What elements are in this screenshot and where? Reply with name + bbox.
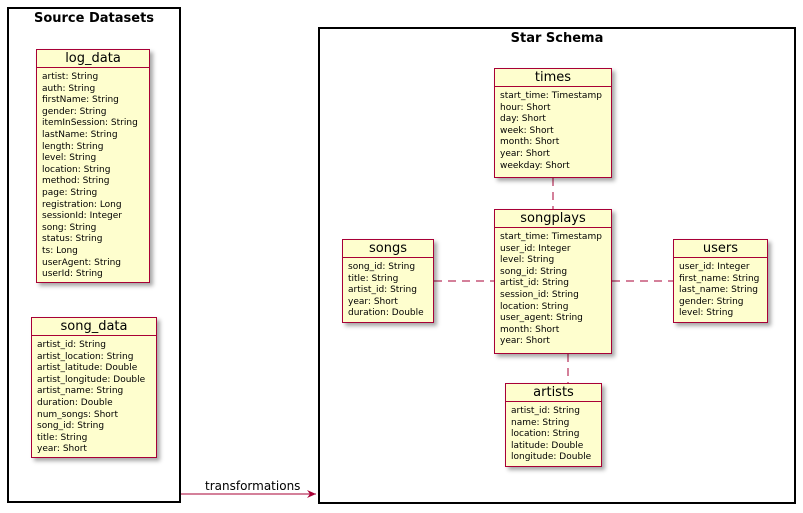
entity-users: users user_id: Integer first_name: Strin… [673, 239, 768, 323]
field: method: String [42, 176, 110, 187]
field: name: String [511, 417, 570, 428]
field: duration: Double [348, 308, 424, 319]
field: userAgent: String [42, 257, 122, 268]
field: last_name: String [679, 285, 759, 296]
field: registration: Long [42, 199, 122, 210]
field: start_time: Timestamp [500, 91, 602, 101]
field: first_name: String [679, 273, 760, 284]
field: user_id: Integer [500, 243, 571, 254]
field: location: String [500, 301, 569, 312]
entity-times-title: times [495, 69, 611, 87]
field: lastName: String [42, 129, 118, 140]
field: artist_id: String [37, 340, 106, 350]
field: start_time: Timestamp [500, 232, 602, 242]
field: week: Short [500, 125, 554, 136]
field: longitude: Double [511, 452, 592, 463]
field: song_id: String [37, 421, 105, 432]
entity-times: times start_time: Timestamp hour: Short … [494, 68, 612, 178]
entity-songs-title: songs [343, 240, 433, 258]
field: level: String [679, 308, 734, 319]
entity-songplays: songplays start_time: Timestamp user_id:… [494, 209, 612, 354]
field: level: String [500, 255, 555, 266]
field: artist_id: String [348, 285, 417, 296]
field: artist_location: String [37, 351, 134, 362]
field: month: Short [500, 324, 560, 335]
field: auth: String [42, 83, 96, 94]
entity-times-fields: start_time: Timestamp hour: Short day: S… [495, 87, 611, 176]
field: artist_id: String [511, 406, 580, 416]
field: year: Short [500, 336, 550, 347]
field: artist_latitude: Double [37, 363, 138, 374]
field: location: String [511, 429, 580, 440]
entity-song-data: song_data artist_id: String artist_locat… [31, 317, 157, 458]
field: artist_name: String [37, 386, 124, 397]
entity-song-data-fields: artist_id: String artist_location: Strin… [32, 336, 156, 460]
entity-log-data-fields: artist: String auth: String firstName: S… [37, 68, 149, 285]
entity-song-data-title: song_data [32, 318, 156, 336]
field: year: Short [500, 148, 550, 159]
field: artist: String [42, 72, 99, 82]
field: ts: Long [42, 245, 78, 256]
field: num_songs: Short [37, 409, 119, 420]
field: day: Short [500, 114, 546, 125]
entity-artists-fields: artist_id: String name: String location:… [506, 402, 601, 468]
entity-songs-fields: song_id: String title: String artist_id:… [343, 258, 433, 324]
entity-songplays-fields: start_time: Timestamp user_id: Integer l… [495, 228, 611, 352]
entity-log-data: log_data artist: String auth: String fir… [36, 49, 150, 283]
field: location: String [42, 164, 111, 175]
entity-songs: songs song_id: String title: String arti… [342, 239, 434, 323]
field: artist_id: String [500, 278, 569, 289]
field: user_agent: String [500, 313, 583, 324]
entity-songplays-title: songplays [495, 210, 611, 228]
field: song_id: String [500, 266, 568, 277]
entity-users-title: users [674, 240, 767, 258]
transformations-label: transformations [205, 479, 301, 493]
entity-users-fields: user_id: Integer first_name: String last… [674, 258, 767, 324]
entity-artists: artists artist_id: String name: String l… [505, 383, 602, 467]
field: year: Short [348, 296, 398, 307]
field: artist_longitude: Double [37, 374, 146, 385]
field: month: Short [500, 137, 560, 148]
field: status: String [42, 234, 103, 245]
field: title: String [37, 432, 88, 443]
field: latitude: Double [511, 440, 584, 451]
source-datasets-title: Source Datasets [33, 11, 155, 26]
field: year: Short [37, 444, 87, 455]
field: level: String [42, 153, 97, 164]
field: hour: Short [500, 102, 551, 113]
entity-artists-title: artists [506, 384, 601, 402]
field: gender: String [42, 106, 107, 117]
field: song: String [42, 222, 97, 233]
field: session_id: String [500, 289, 579, 300]
field: page: String [42, 187, 98, 198]
field: title: String [348, 273, 399, 284]
field: firstName: String [42, 95, 119, 106]
star-schema-title: Star Schema [510, 31, 604, 46]
field: sessionId: Integer [42, 211, 122, 222]
field: itemInSession: String [42, 118, 138, 129]
field: length: String [42, 141, 104, 152]
field: duration: Double [37, 397, 113, 408]
field: gender: String [679, 296, 744, 307]
field: user_id: Integer [679, 262, 750, 272]
field: weekday: Short [500, 160, 570, 171]
field: song_id: String [348, 262, 416, 272]
field: userId: String [42, 269, 103, 280]
entity-log-data-title: log_data [37, 50, 149, 68]
